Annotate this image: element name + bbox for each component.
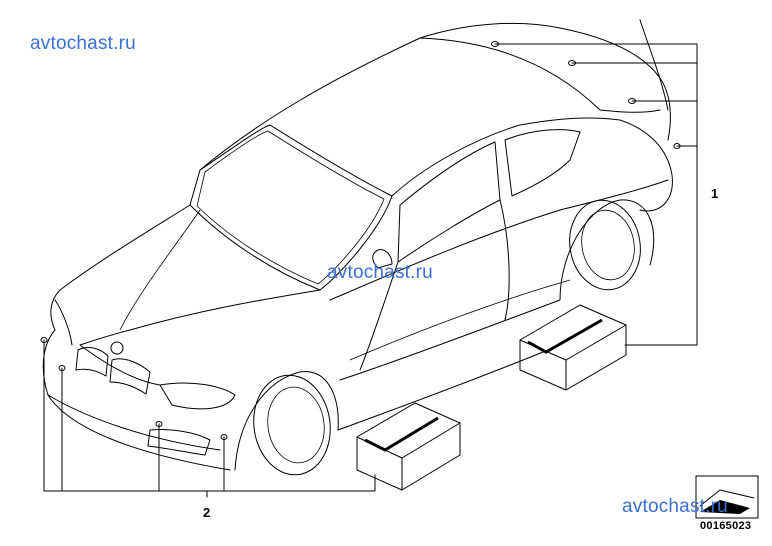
- watermark-bottom-right: avtochast.ru: [622, 496, 728, 517]
- callout-item-1: 1: [711, 186, 719, 201]
- callout-item-2: 2: [203, 505, 211, 520]
- box-icon: [519, 304, 627, 391]
- leader-lines: [43, 43, 698, 498]
- diagram-corner-icon: [695, 475, 759, 519]
- diagram-reference-number: 00165023: [700, 520, 752, 532]
- car-outline-icon: [42, 19, 673, 476]
- watermark-top-left: avtochast.ru: [30, 33, 136, 54]
- box-icon: [356, 402, 461, 491]
- watermark-center: avtochast.ru: [327, 262, 433, 283]
